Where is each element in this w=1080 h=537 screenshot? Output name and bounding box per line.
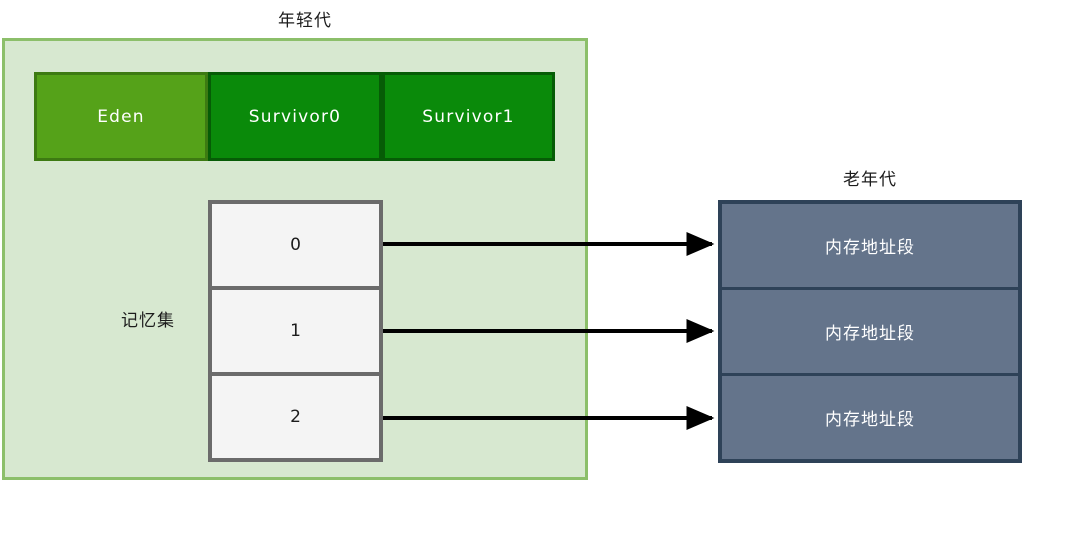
- old-generation-title: 老年代: [843, 170, 897, 189]
- remembered-set-table: 0 1 2: [208, 200, 383, 462]
- remembered-set-cell-0[interactable]: 0: [212, 204, 379, 286]
- young-generation-title: 年轻代: [278, 11, 332, 30]
- remembered-set-label: 记忆集: [121, 311, 175, 330]
- heap-region-survivor0[interactable]: Survivor0: [208, 72, 382, 161]
- old-generation-segment-2[interactable]: 内存地址段: [722, 373, 1018, 459]
- old-generation-segment-0[interactable]: 内存地址段: [722, 204, 1018, 287]
- old-generation-segment-1[interactable]: 内存地址段: [722, 287, 1018, 373]
- remembered-set-cell-1[interactable]: 1: [212, 286, 379, 372]
- heap-region-row: Eden Survivor0 Survivor1: [34, 72, 555, 161]
- heap-region-eden[interactable]: Eden: [34, 72, 208, 161]
- heap-region-survivor1[interactable]: Survivor1: [382, 72, 555, 161]
- remembered-set-cell-2[interactable]: 2: [212, 372, 379, 458]
- old-generation-container: 内存地址段 内存地址段 内存地址段: [718, 200, 1022, 463]
